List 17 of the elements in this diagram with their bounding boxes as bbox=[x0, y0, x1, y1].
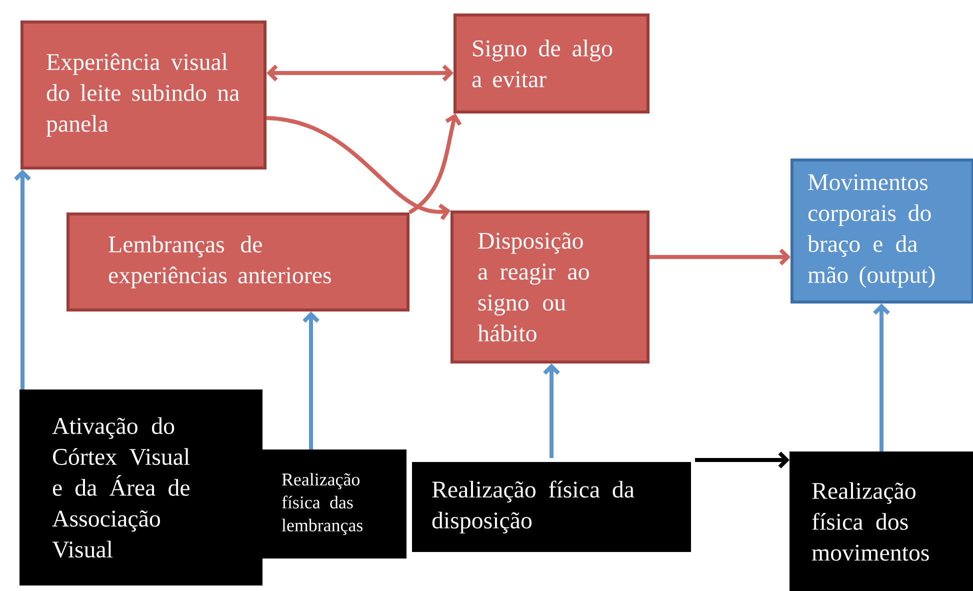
process-box: Experiência visual do leite subindo na panela bbox=[20, 20, 266, 170]
arrow bbox=[650, 248, 790, 266]
arrow bbox=[302, 312, 320, 450]
process-box: Realização física das lembranças bbox=[262, 450, 406, 558]
arrow bbox=[873, 304, 890, 452]
process-box: Lembranças de experiências anteriores bbox=[66, 212, 410, 312]
process-box: Disposição a reagir ao signo ou hábito bbox=[450, 210, 650, 364]
arrow bbox=[695, 452, 790, 468]
process-box: Realização física da disposição bbox=[408, 458, 695, 556]
arrow bbox=[543, 364, 560, 458]
arrow bbox=[408, 114, 462, 214]
process-box: Movimentos corporais do braço e da mão (output) bbox=[790, 158, 973, 304]
arrow bbox=[14, 170, 31, 390]
process-box: Realização física dos movimentos bbox=[790, 452, 973, 591]
arrow bbox=[266, 116, 450, 220]
arrow bbox=[266, 64, 454, 82]
process-box: Signo de algo a evitar bbox=[454, 14, 650, 114]
